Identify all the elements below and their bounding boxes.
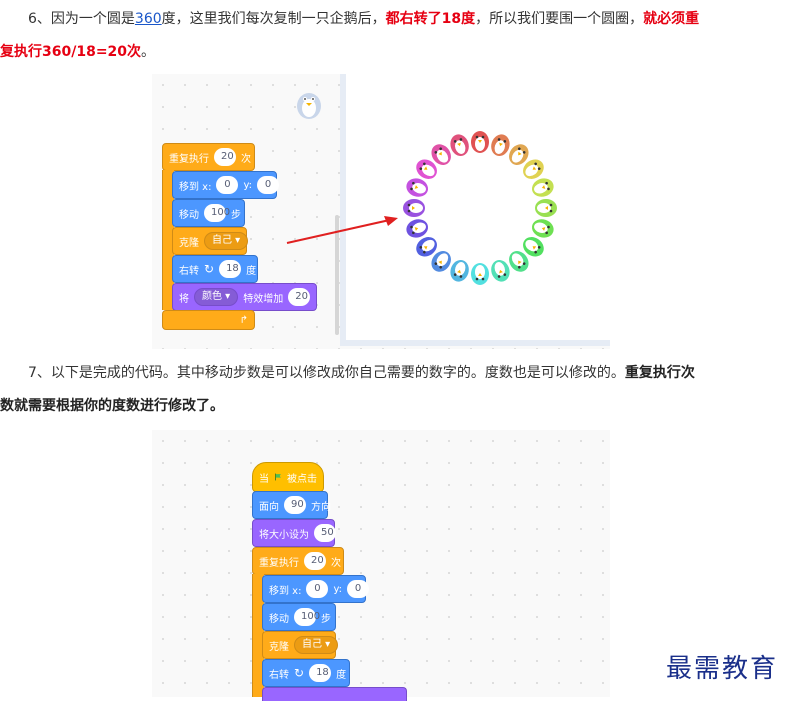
move-block[interactable]: 移动 100 步	[172, 199, 245, 227]
para7-text-1: 7、以下是完成的代码。其中移动步数是可以修改成你自己需要的数字的。度数也是可以修…	[28, 365, 625, 381]
para6-text-2: 度，这里我们每次复制一只企鹅后，	[161, 11, 386, 27]
clone-block-2[interactable]: 克隆 自己 ▾	[262, 631, 339, 659]
penguin-clone	[406, 178, 429, 197]
green-flag-icon	[275, 473, 281, 481]
when-flag-clicked-block[interactable]: 当 被点击	[252, 462, 324, 492]
goto-y-input-2[interactable]: 0	[347, 580, 370, 598]
penguin-clone	[531, 219, 554, 238]
effect-dropdown[interactable]: 颜色 ▾	[194, 288, 239, 306]
effect-value-input[interactable]: 20	[288, 288, 311, 306]
penguin-clone	[450, 259, 469, 282]
repeat-arm-2	[252, 574, 264, 697]
loop-arrow-icon: ↱	[239, 314, 248, 326]
goto-y-input[interactable]: 0	[257, 176, 280, 194]
penguin-clone	[406, 219, 429, 238]
repeat-count-input-2[interactable]: 20	[304, 552, 326, 570]
change-effect-block-2[interactable]	[262, 687, 407, 701]
para7-bold-2: 数就需要根据你的度数进行修改了	[0, 398, 210, 414]
change-effect-block[interactable]: 将 颜色 ▾ 特效增加 20	[172, 283, 317, 311]
repeat-arm	[162, 170, 174, 310]
penguin-clone	[431, 144, 451, 165]
move-block-2[interactable]: 移动 100 步	[262, 603, 336, 631]
direction-input[interactable]: 90	[284, 496, 306, 514]
rotate-right-icon: ↻	[294, 666, 305, 680]
clone-block[interactable]: 克隆 自己 ▾	[172, 227, 249, 255]
para6-red-2a: 就必须重	[643, 11, 700, 27]
penguin-clone	[403, 199, 425, 217]
penguin-clone	[450, 134, 469, 157]
penguin-clone	[531, 178, 554, 197]
goto-xy-block-2[interactable]: 移到 x: 0 y: 0	[262, 575, 370, 603]
code-screenshot-2	[152, 430, 610, 697]
stage[interactable]	[340, 74, 610, 346]
goto-xy-block[interactable]: 移到 x: 0 y: 0	[172, 171, 280, 199]
repeat-count-input[interactable]: 20	[214, 148, 236, 166]
link-360[interactable]: 360	[134, 11, 162, 27]
para7-bold-1: 重复执行次	[624, 365, 695, 381]
point-direction-block[interactable]: 面向 90 方向	[252, 491, 331, 519]
penguin-clone	[491, 134, 510, 157]
set-size-block[interactable]: 将大小设为 50	[252, 519, 336, 547]
penguin-clone	[416, 159, 437, 179]
repeat-block-2[interactable]: 重复执行 20 次	[252, 547, 344, 575]
penguin-clone	[509, 251, 529, 272]
repeat-block[interactable]: 重复执行 20 次	[162, 143, 255, 171]
turn-right-block[interactable]: 右转 ↻ 18 度	[172, 255, 258, 283]
turn-degrees-input-2[interactable]: 18	[309, 664, 332, 682]
move-steps-input-2[interactable]: 100	[294, 608, 320, 626]
para6-text-3: ，所以我们要围一个圆圈，	[475, 11, 644, 27]
red-arrow	[286, 216, 398, 244]
para7-text-2: 。	[210, 398, 224, 414]
penguin-sprite-icon	[297, 93, 321, 119]
paragraph-7: 7、以下是完成的代码。其中移动步数是可以修改成你自己需要的数字的。度数也是可以修…	[0, 357, 788, 423]
turn-right-block-2[interactable]: 右转 ↻ 18 度	[262, 659, 350, 687]
penguin-clone	[471, 131, 489, 153]
size-input[interactable]: 50	[314, 524, 336, 542]
para6-text-1: 6、因为一个圆是	[28, 11, 135, 27]
penguin-clone	[523, 159, 544, 179]
move-steps-input[interactable]: 100	[204, 204, 230, 222]
penguin-clone	[491, 259, 510, 282]
penguin-clone	[523, 237, 544, 257]
para6-text-4: 。	[141, 44, 156, 60]
paragraph-6: 6、因为一个圆是360度，这里我们每次复制一只企鹅后，都右转了18度，所以我们要…	[0, 3, 788, 69]
clone-target-dropdown-2[interactable]: 自己 ▾	[294, 636, 339, 654]
penguin-clone	[535, 199, 557, 217]
watermark: 最需教育	[666, 654, 779, 684]
scrollbar[interactable]	[335, 215, 339, 335]
goto-x-input-2[interactable]: 0	[306, 580, 329, 598]
rotate-right-icon: ↻	[204, 262, 215, 276]
penguin-clone	[416, 237, 437, 257]
turn-degrees-input[interactable]: 18	[219, 260, 242, 278]
para6-red-2b: 复执行360/18=20次	[0, 44, 142, 60]
clone-target-dropdown[interactable]: 自己 ▾	[204, 232, 249, 250]
repeat-end: ↱	[162, 310, 255, 330]
penguin-clone	[509, 144, 529, 165]
penguin-clone	[431, 251, 451, 272]
penguin-ring	[403, 131, 557, 285]
para6-red-1: 都右转了18度	[385, 11, 476, 27]
penguin-clone	[471, 263, 489, 285]
goto-x-input[interactable]: 0	[216, 176, 239, 194]
